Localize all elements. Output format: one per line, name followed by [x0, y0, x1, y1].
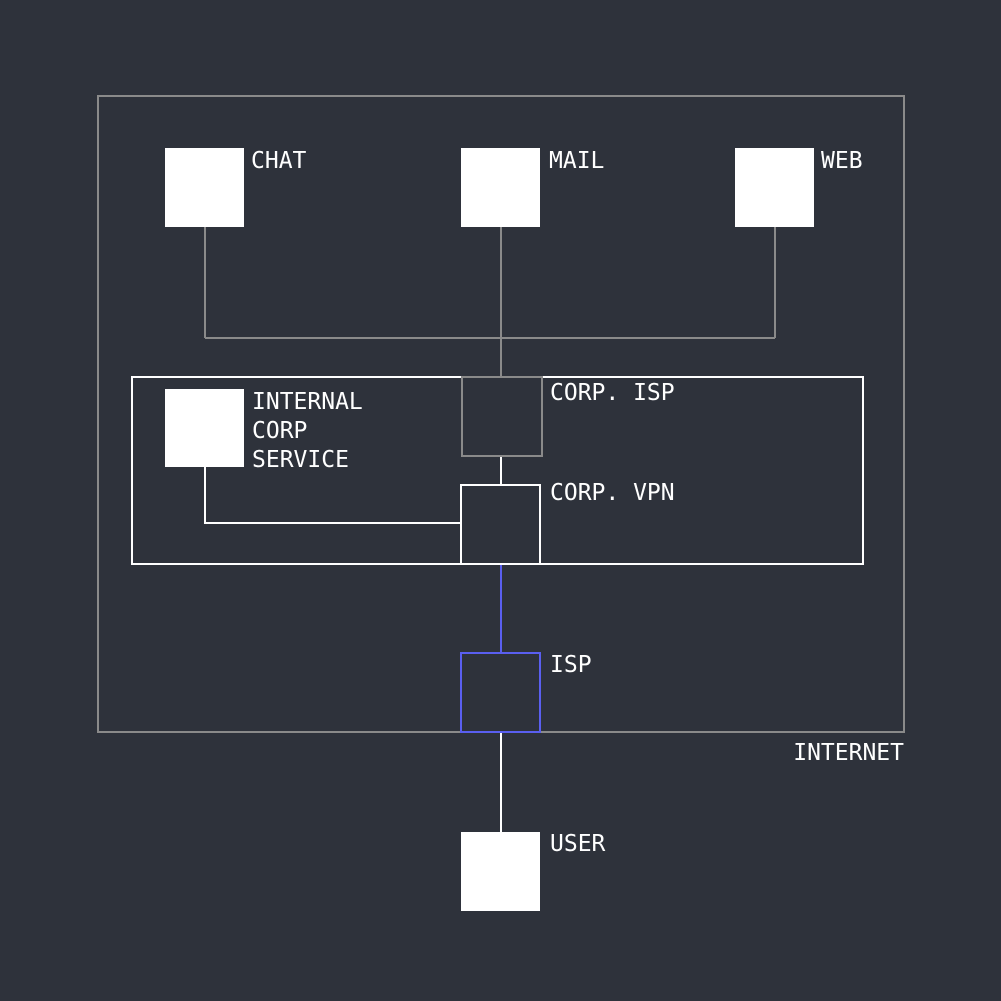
corp-vpn-node: [460, 484, 541, 565]
services-bus: [204, 227, 776, 377]
internal-corp-service-label-line-1: INTERNAL: [252, 389, 363, 415]
web-label: WEB: [821, 148, 863, 174]
internal-corp-service-label-line-2: CORP: [252, 418, 307, 444]
user-node: [461, 832, 540, 911]
internal-corp-service-label-line-3: SERVICE: [252, 447, 349, 473]
corp-vpn-label: CORP. VPN: [550, 480, 675, 506]
corp-isp-node: [461, 376, 543, 457]
user-label: USER: [550, 831, 606, 857]
isp-label: ISP: [550, 652, 592, 678]
mail-node: [461, 148, 540, 227]
chat-label: CHAT: [251, 148, 307, 174]
mail-label: MAIL: [549, 148, 604, 174]
chat-node: [165, 148, 244, 227]
internet-label: INTERNET: [793, 740, 904, 766]
corp-isp-label: CORP. ISP: [550, 380, 675, 406]
internal-corp-service-node: [165, 389, 244, 467]
internal-service-vpn-link: [204, 467, 461, 524]
web-node: [735, 148, 814, 227]
isp-node: [460, 652, 541, 733]
